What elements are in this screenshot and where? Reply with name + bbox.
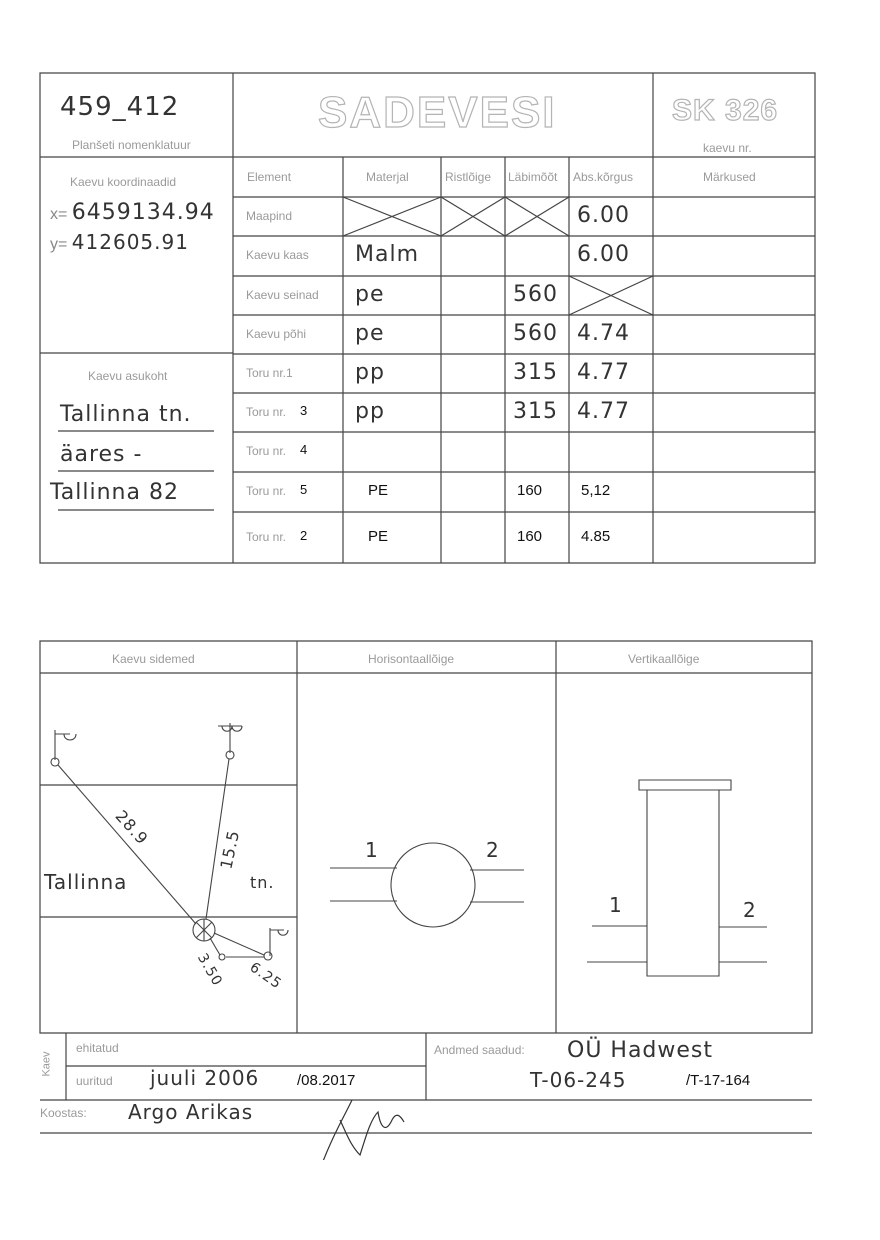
row-element-label: Toru nr.: [246, 529, 287, 544]
row-element-number: 3: [300, 402, 308, 418]
signature-mark: [318, 1100, 404, 1160]
cell-height: 4.74: [577, 320, 630, 346]
y-value: 412605.91: [71, 230, 189, 254]
compiled-by: Argo Arikas: [128, 1100, 254, 1124]
cell-material: PE: [368, 527, 389, 545]
x-coordinate: x= 6459134.94: [50, 200, 215, 225]
form-title: SADEVESI: [317, 87, 557, 137]
row-element-label: Kaevu põhi: [246, 326, 307, 341]
cross-mark: [441, 197, 505, 236]
col-header-diameter: Läbimõõt: [508, 170, 558, 184]
col-header-element: Element: [247, 170, 292, 184]
vertical-section-label: Vertikaallõige: [628, 652, 700, 666]
data-company: OÜ Hadwest: [567, 1038, 714, 1063]
cell-height: 4.85: [581, 527, 611, 545]
row-element-label: Kaevu seinad: [246, 287, 319, 302]
cell-diameter: 560: [513, 281, 558, 307]
measured-value-typed: /08.2017: [297, 1072, 356, 1089]
location-label: Kaevu asukoht: [88, 369, 168, 383]
cell-material: pp: [355, 359, 385, 385]
horizontal-pipe-2: 2: [486, 838, 500, 862]
cell-diameter: 315: [513, 359, 558, 385]
x-prefix: x=: [50, 206, 68, 223]
cell-height: 6.00: [577, 242, 630, 267]
upper-grid: [0, 0, 880, 600]
street-name: Tallinna: [44, 870, 128, 894]
cell-diameter: 315: [513, 398, 558, 424]
col-header-cross-section: Ristlõige: [445, 170, 492, 184]
connections-label: Kaevu sidemed: [112, 652, 195, 666]
row-element-label: Toru nr.1: [246, 365, 293, 380]
footer-side-label: Kaev: [40, 1051, 53, 1077]
cell-height: 4.77: [577, 398, 630, 424]
cross-mark: [505, 197, 569, 236]
cross-mark: [569, 276, 653, 315]
cell-height: 6.00: [577, 202, 630, 228]
row-element-number: 2: [300, 527, 308, 543]
vertical-pipe-2: 2: [743, 898, 757, 922]
cell-diameter: 160: [517, 527, 543, 545]
well-number-label: kaevu nr.: [703, 141, 752, 155]
well-number-value: SK 326: [671, 93, 779, 127]
row-element-label: Maapind: [246, 208, 293, 223]
nomenclature-value: 459_412: [60, 92, 180, 122]
location-line-3: Tallinna 82: [50, 480, 179, 505]
vertical-pipe-1: 1: [609, 893, 623, 917]
cross-mark: [343, 197, 441, 236]
location-line-2: äares -: [60, 442, 143, 467]
cell-height: 4.77: [577, 359, 630, 385]
data-code: T-06-245: [530, 1068, 627, 1092]
measured-label: uuritud: [76, 1074, 113, 1088]
row-element-label: Toru nr.: [246, 484, 287, 498]
horizontal-section-label: Horisontaallõige: [368, 652, 455, 666]
cell-diameter: 560: [513, 320, 558, 346]
y-prefix: y=: [50, 236, 68, 253]
row-element-label: Toru nr.: [246, 444, 287, 458]
street-suffix: tn.: [250, 873, 275, 892]
revised-label: ehitatud: [76, 1041, 119, 1055]
cell-material: pe: [355, 320, 385, 346]
row-element-label: Toru nr.: [246, 404, 287, 419]
data-code-typed: /T-17-164: [686, 1072, 751, 1089]
coordinates-label: Kaevu koordinaadid: [70, 175, 177, 189]
nomenclature-label: Planšeti nomenklatuur: [72, 138, 191, 152]
col-header-material: Materjal: [366, 170, 409, 184]
location-line-1: Tallinna tn.: [60, 402, 192, 427]
cell-diameter: 160: [517, 482, 543, 499]
row-element-label: Kaevu kaas: [246, 248, 309, 262]
lower-grid: [0, 600, 880, 1160]
cell-material: pp: [355, 398, 385, 424]
cell-material: PE: [368, 482, 389, 499]
horizontal-pipe-1: 1: [365, 838, 379, 862]
col-header-notes: Märkused: [703, 170, 756, 184]
compiled-label: Koostas:: [40, 1106, 87, 1120]
cell-material: Malm: [355, 242, 420, 267]
y-coordinate: y= 412605.91: [50, 230, 189, 254]
x-value: 6459134.94: [71, 200, 215, 225]
measured-value: juuli 2006: [150, 1066, 260, 1090]
row-element-number: 5: [300, 482, 308, 497]
cell-height: 5,12: [581, 482, 611, 499]
col-header-abs-height: Abs.kõrgus: [573, 170, 634, 184]
cell-material: pe: [355, 281, 385, 307]
data-source-label: Andmed saadud:: [434, 1043, 525, 1057]
row-element-number: 4: [300, 442, 308, 457]
